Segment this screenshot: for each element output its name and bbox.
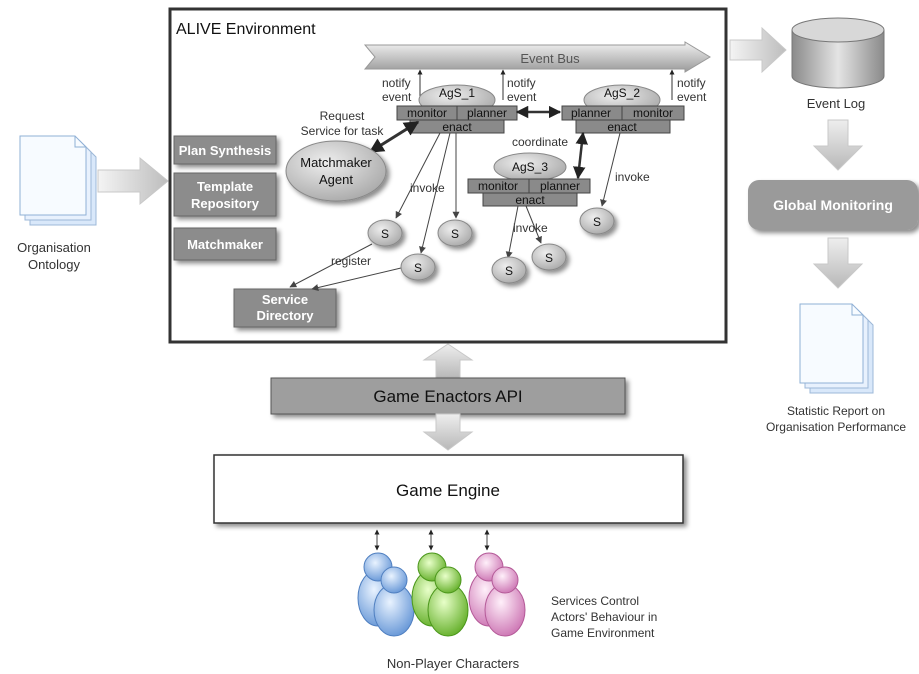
npc-blue-icon <box>357 552 415 637</box>
plan-synthesis-label: Plan Synthesis <box>179 143 271 158</box>
ontology-label-line2: Ontology <box>28 257 81 272</box>
npc-green-icon <box>411 552 469 637</box>
agent-ags3-left: monitor <box>478 179 518 193</box>
agent-ags1-name: AgS_1 <box>439 86 475 100</box>
notify-label-1a: notify <box>382 76 411 90</box>
template-repository-box <box>173 172 277 217</box>
agent-ags3-name: AgS_3 <box>512 160 548 174</box>
register-label: register <box>331 254 371 268</box>
ontology-label-line1: Organisation <box>17 240 91 255</box>
notify-label-3b: event <box>677 90 707 104</box>
service-nodes <box>367 207 615 284</box>
matchmaker-agent <box>285 140 387 202</box>
api-down-arrow <box>422 413 474 451</box>
plan-synthesis-box <box>173 135 277 165</box>
game-engine-box <box>213 454 684 524</box>
service-label-4: S <box>505 264 513 278</box>
report-label-2: Organisation Performance <box>766 420 906 434</box>
template-repository-label-1: Template <box>197 179 253 194</box>
npc-caption-1: Services Control <box>551 594 639 608</box>
notify-label-1b: event <box>382 90 412 104</box>
global-monitoring-box <box>748 180 918 230</box>
agent-ags2 <box>561 84 685 134</box>
game-enactors-api-box <box>270 377 626 415</box>
request-label-2: Service for task <box>301 124 385 138</box>
service-node-3 <box>400 253 436 281</box>
agent-ags1-bottom: enact <box>442 120 472 134</box>
npc-label: Non-Player Characters <box>387 656 520 671</box>
agent-ags2-name: AgS_2 <box>604 86 640 100</box>
agent-ags3 <box>467 152 591 207</box>
agent-ags2-left: planner <box>571 106 611 120</box>
invoke-label-3: invoke <box>615 170 650 184</box>
game-enactors-api-label: Game Enactors API <box>373 387 522 406</box>
ontology-arrow <box>97 156 169 206</box>
event-bus-label: Event Bus <box>520 51 580 66</box>
agent-ags2-right: monitor <box>633 106 673 120</box>
npc-pink-icon <box>468 552 526 637</box>
service-node-2 <box>437 219 473 247</box>
notify-label-3a: notify <box>677 76 706 90</box>
invoke-label-2: invoke <box>513 221 548 235</box>
event-log-label: Event Log <box>807 96 866 111</box>
agent-ags1 <box>396 84 518 134</box>
request-label-1: Request <box>320 109 365 123</box>
down-arrow-1 <box>812 119 864 171</box>
service-label-6: S <box>593 215 601 229</box>
global-monitoring-label: Global Monitoring <box>773 197 893 213</box>
alive-title: ALIVE Environment <box>176 21 316 38</box>
ontology-document-icon <box>19 135 97 226</box>
service-node-4 <box>491 256 527 284</box>
npc-caption-2: Actors' Behaviour in <box>551 610 657 624</box>
coordinate-label: coordinate <box>512 135 568 149</box>
agent-ags1-right: planner <box>467 106 507 120</box>
event-bus-arrow <box>363 41 711 73</box>
database-icon <box>791 17 885 89</box>
template-repository-label-2: Repository <box>191 196 260 211</box>
service-directory-label-1: Service <box>262 292 308 307</box>
notify-label-2b: event <box>507 90 537 104</box>
npc-caption-3: Game Environment <box>551 626 655 640</box>
matchmaker-agent-label-2: Agent <box>319 172 353 187</box>
matchmaker-label: Matchmaker <box>187 237 263 252</box>
request-arrow <box>368 120 420 154</box>
service-label-5: S <box>545 251 553 265</box>
matchmaker-agent-label-1: Matchmaker <box>300 155 372 170</box>
agent-ags3-right: planner <box>540 179 580 193</box>
report-label-1: Statistic Report on <box>787 404 885 418</box>
service-directory-label-2: Directory <box>256 308 314 323</box>
service-node-5 <box>531 243 567 271</box>
service-node-6 <box>579 207 615 235</box>
event-log-arrow <box>729 26 787 74</box>
service-node-1 <box>367 219 403 247</box>
service-label-3: S <box>414 261 422 275</box>
service-label-1: S <box>381 227 389 241</box>
service-directory-box <box>233 288 337 328</box>
game-engine-label: Game Engine <box>396 481 500 500</box>
agent-ags1-left: monitor <box>407 106 447 120</box>
service-label-2: S <box>451 227 459 241</box>
down-arrow-2 <box>812 237 864 289</box>
notify-label-2a: notify <box>507 76 536 90</box>
api-up-arrow <box>422 343 474 379</box>
invoke-label-1: invoke <box>410 181 445 195</box>
report-document-icon <box>799 303 874 394</box>
agent-ags3-bottom: enact <box>515 193 545 207</box>
agent-ags2-bottom: enact <box>607 120 637 134</box>
matchmaker-box <box>173 227 277 261</box>
